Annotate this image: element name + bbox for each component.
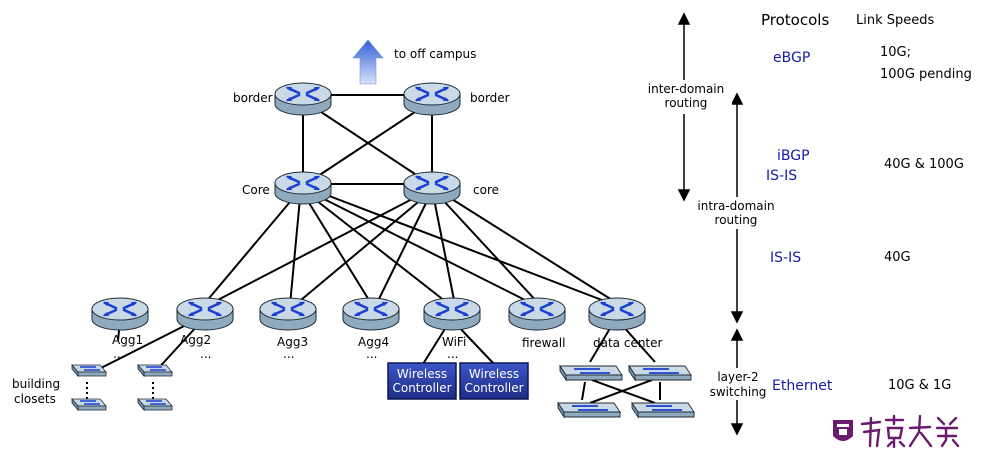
agg3-label: Agg3 bbox=[277, 335, 308, 349]
row2-speed: 40G & 100G bbox=[884, 157, 964, 172]
border-router-left bbox=[273, 81, 333, 117]
wireless-controller-left: Wireless Controller bbox=[387, 362, 457, 400]
border-router-right bbox=[402, 81, 462, 117]
row2-protocol-line2: IS-IS bbox=[766, 168, 797, 184]
row4-speed: 10G & 1G bbox=[888, 378, 951, 393]
border-left-label: border bbox=[233, 91, 273, 105]
row1-protocol: eBGP bbox=[773, 50, 810, 66]
closet-switch bbox=[71, 398, 107, 411]
datacenter-router bbox=[587, 296, 647, 332]
university-logo bbox=[833, 414, 960, 449]
core-router-left bbox=[273, 170, 333, 206]
datacenter-switch bbox=[559, 365, 623, 381]
wc-left-line1: Wireless bbox=[397, 367, 447, 381]
row1-speed-line1: 10G; bbox=[880, 45, 911, 60]
agg4-label: Agg4 bbox=[358, 335, 389, 349]
building-closets-label-2: closets bbox=[14, 392, 56, 406]
firewall-router bbox=[507, 296, 567, 332]
agg1-label: Agg1 bbox=[112, 333, 143, 347]
border-right-label: border bbox=[470, 91, 510, 105]
wifi-router bbox=[422, 296, 482, 332]
off-campus-arrow bbox=[352, 39, 384, 85]
agg1-router bbox=[90, 296, 150, 332]
layer2-bg bbox=[704, 368, 774, 400]
intra-domain-line1: intra-domain bbox=[697, 199, 774, 213]
layer2-line2: switching bbox=[710, 385, 767, 399]
university-name-calligraphy bbox=[860, 414, 960, 449]
agg3-router bbox=[258, 296, 318, 332]
closet-dotted-links bbox=[86, 382, 154, 400]
link-speeds-header: Link Speeds bbox=[856, 13, 935, 28]
agg2-label: Agg2 bbox=[180, 333, 211, 347]
wifi-label: WiFi bbox=[442, 335, 466, 349]
wireless-controller-right: Wireless Controller bbox=[459, 362, 529, 400]
closet-switch bbox=[137, 364, 173, 377]
agg4-router bbox=[341, 296, 401, 332]
protocols-header: Protocols bbox=[761, 11, 829, 29]
row2-protocol-line1: iBGP bbox=[777, 148, 810, 164]
datacenter-switch bbox=[631, 402, 695, 418]
datacenter-switch bbox=[557, 402, 621, 418]
wc-right-line1: Wireless bbox=[469, 367, 519, 381]
row3-speed: 40G bbox=[884, 250, 911, 265]
closet-switch bbox=[137, 398, 173, 411]
wc-right-line2: Controller bbox=[464, 381, 523, 395]
core-left-label: Core bbox=[242, 183, 270, 197]
inter-domain-bg bbox=[640, 80, 732, 114]
agg3-ellipsis: ... bbox=[283, 347, 294, 361]
datacenter-label: data center bbox=[593, 336, 663, 350]
network-links bbox=[92, 94, 661, 404]
row3-protocol: IS-IS bbox=[770, 250, 801, 266]
agg2-ellipsis: ... bbox=[200, 347, 211, 361]
row1-speed-line2: 100G pending bbox=[880, 67, 972, 82]
inter-domain-line1: inter-domain bbox=[648, 82, 724, 96]
agg1-ellipsis: ... bbox=[113, 347, 124, 361]
layer2-line1: layer-2 bbox=[717, 370, 758, 384]
row4-protocol: Ethernet bbox=[772, 378, 833, 394]
agg4-ellipsis: ... bbox=[366, 347, 377, 361]
wifi-ellipsis: ... bbox=[447, 347, 458, 361]
agg2-router bbox=[175, 296, 235, 332]
inter-domain-line2: routing bbox=[665, 96, 708, 110]
core-right-label: core bbox=[473, 183, 499, 197]
datacenter-switch bbox=[628, 365, 692, 381]
intra-domain-bg bbox=[690, 197, 784, 229]
building-closets-label-1: building bbox=[12, 377, 60, 391]
off-campus-label: to off campus bbox=[394, 47, 476, 61]
university-emblem-icon bbox=[833, 420, 853, 441]
firewall-label: firewall bbox=[522, 336, 565, 350]
core-router-right bbox=[402, 170, 462, 206]
intra-domain-line2: routing bbox=[715, 213, 758, 227]
wc-left-line2: Controller bbox=[392, 381, 451, 395]
closet-switch bbox=[71, 364, 107, 377]
